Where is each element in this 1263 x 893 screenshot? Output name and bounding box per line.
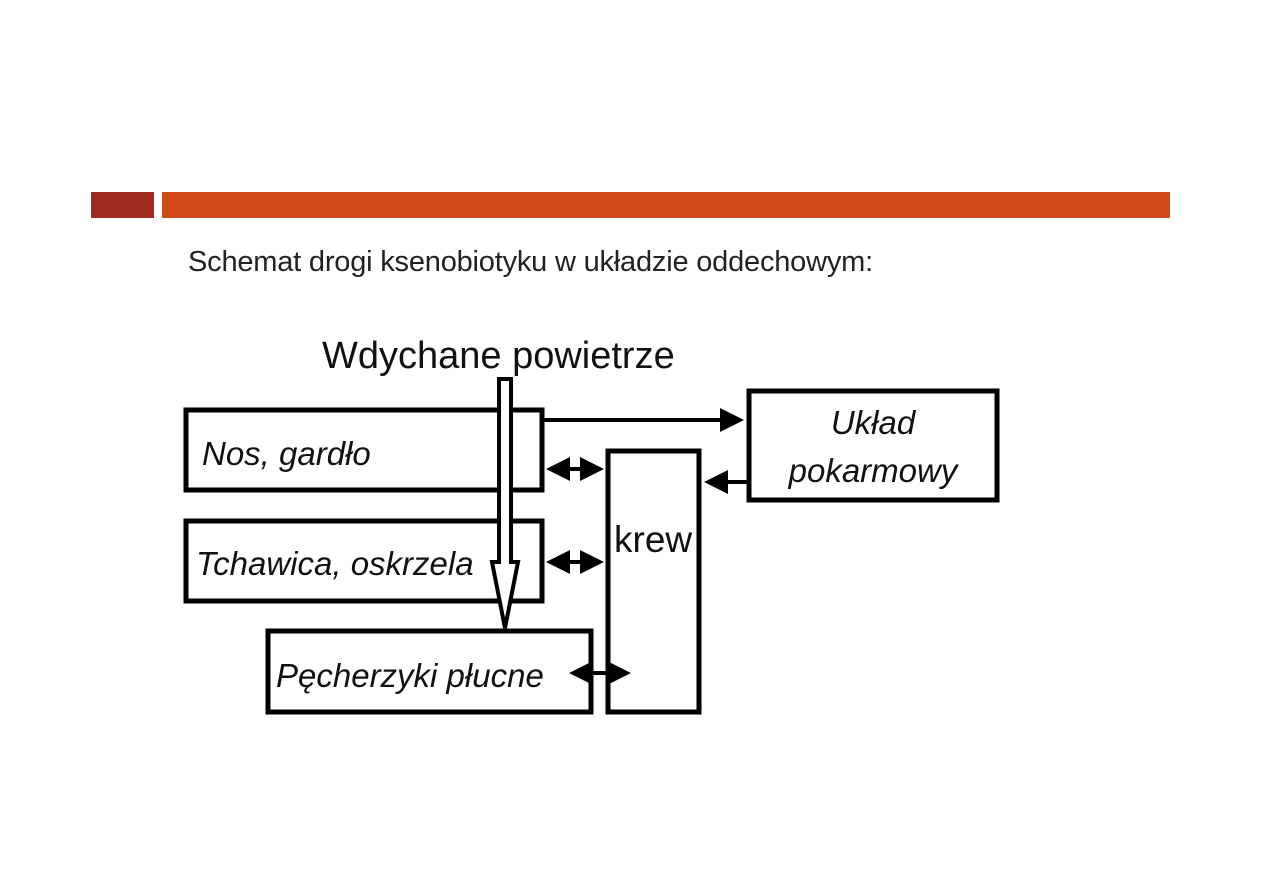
node-nose (183, 407, 545, 493)
label-nose: Nos, gardło (202, 435, 371, 472)
input-label: Wdychane powietrze (322, 335, 675, 377)
accent-bar (162, 192, 1170, 218)
node-trachea (183, 518, 545, 604)
node-digestive (746, 388, 1000, 503)
label-alveoli: Pęcherzyki płucne (276, 657, 544, 694)
label-trachea: Tchawica, oskrzela (196, 545, 474, 582)
label-blood: krew (614, 519, 692, 560)
accent-bar-dark (91, 192, 154, 218)
label-digestive-1: Układ (831, 404, 917, 441)
slide-title: Schemat drogi ksenobiotyku w układzie od… (188, 246, 873, 278)
label-digestive-2: pokarmowy (788, 452, 960, 489)
inhaled-air-arrow (489, 377, 521, 629)
node-blood (605, 448, 702, 715)
